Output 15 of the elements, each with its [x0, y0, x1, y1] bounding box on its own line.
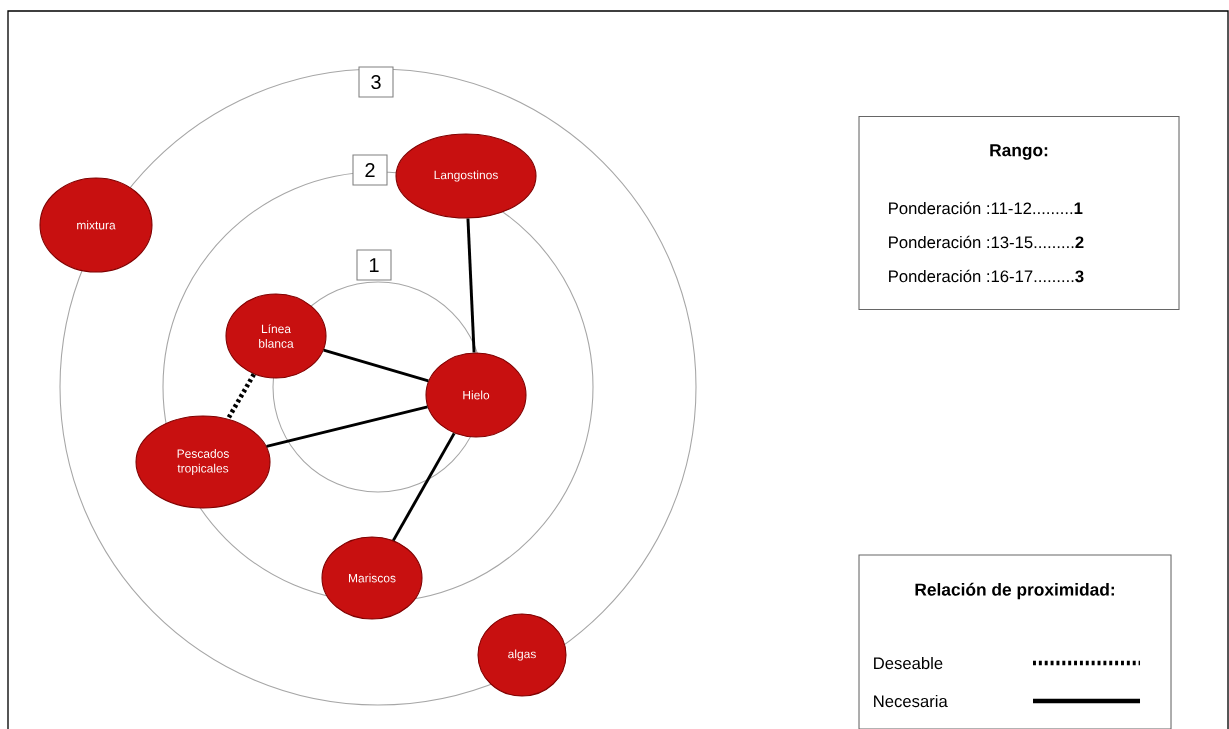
proximity-line [226, 373, 256, 420]
proximity-line [266, 405, 428, 448]
range-line: Ponderación :11-12.........1 [889, 201, 1083, 215]
proximity-line [323, 348, 429, 383]
proximity-line [392, 432, 456, 542]
ring-number-box: 2 [352, 154, 388, 186]
panel-heading: Relación de proximidad: [915, 582, 1114, 600]
proximity-line [466, 218, 476, 353]
ring-number-box: 1 [356, 249, 392, 281]
range-line: Ponderación :13-15.........2 [889, 235, 1084, 249]
ring-number-box: 3 [358, 66, 394, 98]
range-line: Ponderación :16-17.........3 [889, 269, 1084, 283]
panel-heading: Rango: [990, 144, 1048, 160]
legend-label: Necesaria [874, 694, 948, 708]
legend-label: Deseable [874, 656, 943, 670]
